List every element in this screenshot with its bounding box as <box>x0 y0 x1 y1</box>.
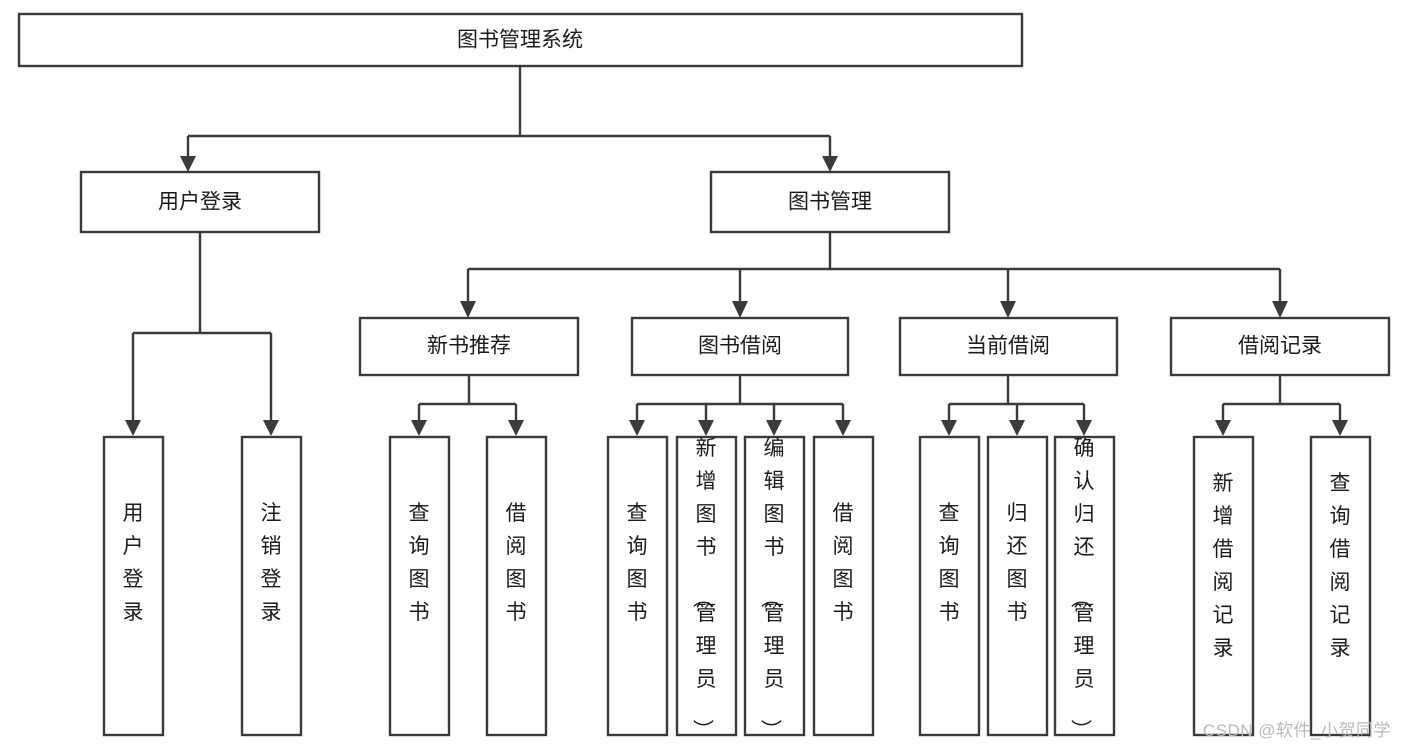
arrow-to-current-borrow <box>1000 301 1016 318</box>
arrow-bookborrow-leaf-2 <box>698 420 714 436</box>
arrow-to-new-book <box>460 301 476 318</box>
leaf-book-borrow-1[interactable]: 查询图书 <box>606 435 669 737</box>
arrow-bookborrow-leaf-4 <box>835 420 851 436</box>
leaf-user-login-1-box <box>102 435 165 737</box>
leaf-new-book-1[interactable]: 查询图书 <box>388 435 451 737</box>
leaf-book-borrow-3-box <box>743 435 806 737</box>
node-borrow-record[interactable]: 借阅记录 <box>1169 316 1391 377</box>
leaf-current-borrow-3-box <box>1053 435 1116 737</box>
leaf-book-borrow-2-box <box>675 435 738 737</box>
leaf-current-borrow-1[interactable]: 查询图书 <box>918 435 981 737</box>
leaf-current-borrow-2[interactable]: 归还图书 <box>986 435 1049 737</box>
node-book-management-label: 图书管理 <box>788 191 872 214</box>
node-root-book-management-system[interactable]: 图书管理系统 <box>17 12 1024 68</box>
arrow-newbook-leaf-1 <box>411 420 427 436</box>
leaf-new-book-1-label: 查询图书 <box>409 502 430 624</box>
leaf-user-login-2[interactable]: 注销登录 <box>240 435 303 737</box>
leaf-new-book-2-label: 借阅图书 <box>506 502 527 624</box>
leaf-borrow-record-2-label: 查询借阅记录 <box>1330 472 1351 660</box>
arrow-currentborrow-leaf-3 <box>1076 420 1092 436</box>
leaf-user-login-2-box <box>240 435 303 737</box>
arrow-to-borrow-record <box>1272 301 1288 318</box>
node-new-book-recommend-box <box>358 316 580 377</box>
leaf-new-book-2-box <box>485 435 548 737</box>
node-root-label: 图书管理系统 <box>457 29 583 52</box>
node-book-management-box <box>709 170 951 234</box>
leaf-current-borrow-2-box <box>986 435 1049 737</box>
arrow-borrowrecord-leaf-2 <box>1332 420 1348 436</box>
leaf-book-borrow-2-label: 新增图书（管理员） <box>691 437 717 740</box>
leaf-book-borrow-3[interactable]: 编辑图书（管理员） <box>743 435 806 740</box>
arrow-root-to-login <box>180 156 196 172</box>
leaf-book-borrow-2[interactable]: 新增图书（管理员） <box>675 435 738 740</box>
node-borrow-record-label: 借阅记录 <box>1238 335 1322 358</box>
node-current-borrow-box <box>898 316 1119 377</box>
leaf-book-borrow-1-label: 查询图书 <box>627 502 648 624</box>
leaf-current-borrow-2-label: 归还图书 <box>1007 502 1028 624</box>
arrow-currentborrow-leaf-1 <box>941 420 957 436</box>
arrow-login-leaf-1 <box>125 420 141 436</box>
leaf-book-borrow-4-box <box>812 435 875 737</box>
arrow-newbook-leaf-2 <box>508 420 524 436</box>
node-new-book-recommend-label: 新书推荐 <box>427 335 511 358</box>
leaf-borrow-record-2-box <box>1309 435 1372 737</box>
node-book-borrow-box <box>630 316 850 377</box>
node-user-login[interactable]: 用户登录 <box>79 170 321 234</box>
node-book-management[interactable]: 图书管理 <box>709 170 951 234</box>
leaf-user-login-1-label: 用户登录 <box>123 502 144 624</box>
leaf-borrow-record-1-label: 新增借阅记录 <box>1213 472 1234 660</box>
arrow-currentborrow-leaf-2 <box>1009 420 1025 436</box>
node-borrow-record-box <box>1169 316 1391 377</box>
leaf-book-borrow-4[interactable]: 借阅图书 <box>812 435 875 737</box>
node-book-borrow[interactable]: 图书借阅 <box>630 316 850 377</box>
arrow-login-leaf-2 <box>263 420 279 436</box>
leaf-borrow-record-2[interactable]: 查询借阅记录 <box>1309 435 1372 737</box>
leaf-current-borrow-3[interactable]: 确认归还（管理员） <box>1053 435 1116 740</box>
leaf-book-borrow-3-label: 编辑图书（管理员） <box>759 437 785 740</box>
connector-group <box>125 67 1348 436</box>
node-root-box <box>17 12 1024 68</box>
leaf-new-book-1-box <box>388 435 451 737</box>
node-book-borrow-label: 图书借阅 <box>698 335 782 358</box>
leaf-book-borrow-1-box <box>606 435 669 737</box>
leaf-new-book-2[interactable]: 借阅图书 <box>485 435 548 737</box>
arrow-borrowrecord-leaf-1 <box>1215 420 1231 436</box>
arrow-to-book-borrow <box>732 301 748 318</box>
csdn-watermark: CSDN @软件_小贺同学 <box>1202 721 1391 740</box>
arrow-bookborrow-leaf-3 <box>766 420 782 436</box>
leaf-book-borrow-4-label: 借阅图书 <box>833 502 854 624</box>
leaf-user-login-2-label: 注销登录 <box>261 502 282 624</box>
leaf-current-borrow-1-label: 查询图书 <box>939 502 960 624</box>
node-user-login-label: 用户登录 <box>158 191 242 214</box>
node-new-book-recommend[interactable]: 新书推荐 <box>358 316 580 377</box>
node-user-login-box <box>79 170 321 234</box>
leaf-borrow-record-1[interactable]: 新增借阅记录 <box>1192 435 1255 737</box>
arrow-bookborrow-leaf-1 <box>629 420 645 436</box>
leaf-borrow-record-1-box <box>1192 435 1255 737</box>
leaf-current-borrow-3-label: 确认归还（管理员） <box>1069 437 1095 740</box>
node-current-borrow-label: 当前借阅 <box>966 335 1050 358</box>
leaf-user-login-1[interactable]: 用户登录 <box>102 435 165 737</box>
arrow-root-to-bookmgmt <box>822 156 838 172</box>
leaf-current-borrow-1-box <box>918 435 981 737</box>
node-current-borrow[interactable]: 当前借阅 <box>898 316 1119 377</box>
